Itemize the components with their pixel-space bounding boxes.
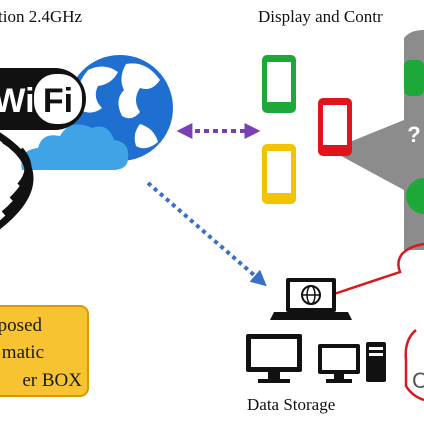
data-upload-arrow <box>146 181 267 287</box>
phone-yellow-icon <box>262 144 296 204</box>
network-label: tion 2.4GHz <box>0 7 83 26</box>
gray-panel: ? <box>330 30 424 250</box>
wifi-logo-text-wi: Wi <box>0 82 35 120</box>
workstation-icon <box>318 342 386 383</box>
display-control-label: Display and Contr <box>258 7 383 26</box>
proposed-box-line-2: matic <box>2 342 44 363</box>
callout-glyph: C <box>412 368 424 393</box>
green-indicator-top <box>404 60 424 96</box>
wifi-logo: Wi Fi <box>0 68 86 130</box>
proposed-box-line-1: posed <box>0 315 42 336</box>
phone-red-icon <box>318 98 352 156</box>
red-callout <box>333 242 424 402</box>
question-glyph: ? <box>407 122 420 147</box>
proposed-box-line-3: er BOX <box>22 370 82 391</box>
wifi-signal-icon <box>0 132 34 230</box>
laptop-icon <box>270 278 352 320</box>
phone-green-icon <box>262 55 296 113</box>
green-indicator-bottom <box>406 178 424 214</box>
desktop-monitor-icon <box>246 334 302 383</box>
cloud-icon <box>21 124 129 170</box>
proposed-box: posed matic er BOX <box>0 305 89 397</box>
data-storage-label: Data Storage <box>247 395 335 414</box>
wifi-logo-text-fi: Fi <box>43 82 73 120</box>
